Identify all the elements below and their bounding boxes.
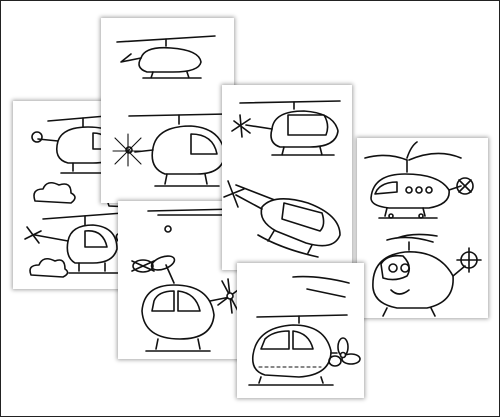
helicopter-illustration-bottom (248, 275, 361, 386)
coloring-sheet-top-center (101, 18, 234, 203)
cartoon-helicopters-illustration-right (364, 141, 482, 317)
two-helicopters-illustration-center (223, 100, 341, 258)
coloring-sheet-center (222, 85, 352, 270)
coloring-sheet-bottom-right (237, 263, 364, 398)
coloring-sheet-right (357, 138, 488, 318)
two-helicopters-illustration (112, 35, 228, 187)
